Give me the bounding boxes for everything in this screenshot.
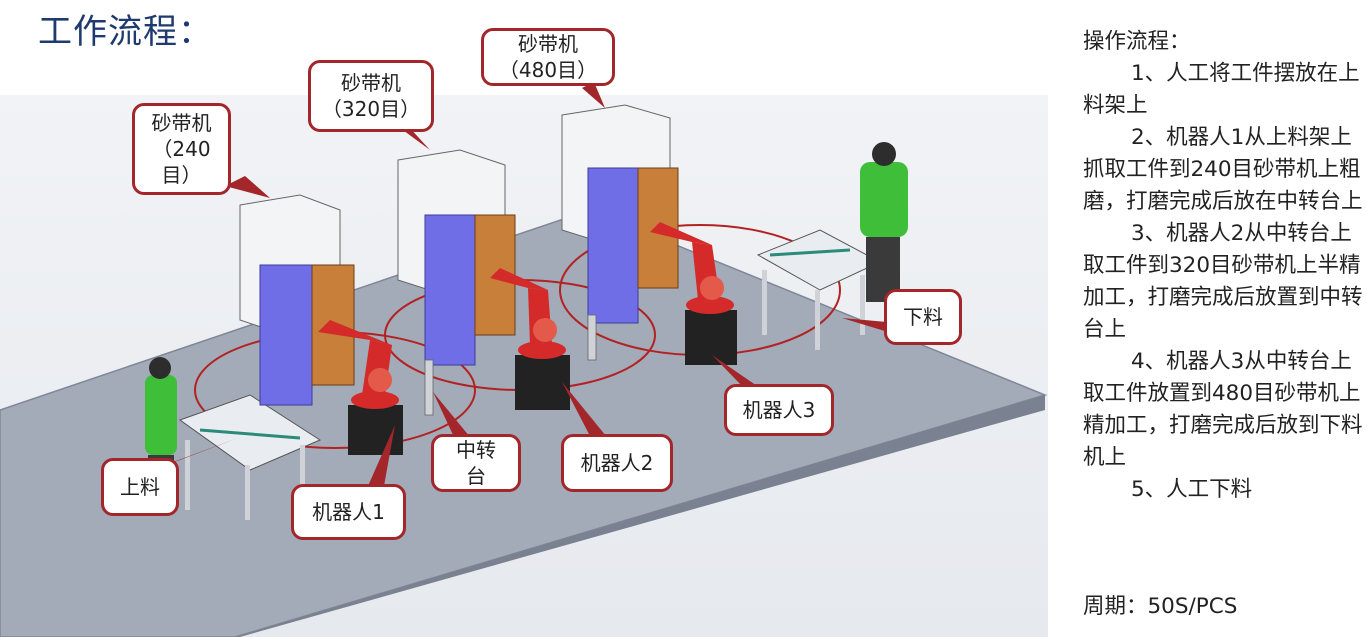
operation-step-2: 2、机器人1从上料架上抓取工件到240目砂带机上粗磨，打磨完成后放在中转台上	[1083, 125, 1363, 214]
operation-step-4: 4、机器人3从中转台上取工件放置到480目砂带机上精加工，打磨完成后放到下料机上	[1083, 349, 1363, 470]
operation-procedure: 操作流程： 1、人工将工件摆放在上料架上 2、机器人1从上料架上抓取工件到240…	[1083, 26, 1363, 506]
callout-sander-320: 砂带机 （320目）	[308, 60, 434, 132]
sander-480	[561, 104, 679, 324]
operation-step-1: 1、人工将工件摆放在上料架上	[1083, 61, 1360, 118]
worker-unloading	[860, 142, 908, 302]
unloading-table	[756, 229, 882, 350]
callout-sander-240: 砂带机 （240 目）	[132, 103, 231, 195]
robot-3	[650, 222, 737, 365]
floor-edge	[235, 395, 1045, 637]
workcell-illustration	[0, 82, 1048, 637]
pointer-robot3	[712, 355, 760, 388]
cycle-time: 周期：50S/PCS	[1083, 594, 1238, 619]
operation-step-5: 5、人工下料	[1131, 477, 1253, 502]
loading-table	[178, 394, 322, 520]
sander-320	[397, 149, 516, 366]
pointer-sander-240	[225, 176, 270, 198]
robot-2	[490, 268, 570, 410]
callout-sander-480: 砂带机 （480目）	[481, 28, 615, 86]
callout-unloading: 下料	[884, 289, 962, 345]
pointer-unloading	[842, 318, 888, 332]
pointer-robot1	[368, 425, 395, 486]
operation-heading: 操作流程：	[1083, 29, 1191, 54]
pointer-robot2	[562, 382, 606, 436]
pointer-loading	[165, 438, 238, 465]
callout-robot2: 机器人2	[561, 434, 673, 492]
callout-transfer: 中转 台	[431, 434, 521, 492]
transfer-stand-1	[424, 359, 434, 416]
robot-1	[318, 320, 403, 455]
callout-loading: 上料	[101, 458, 179, 516]
callout-robot1: 机器人1	[291, 484, 406, 540]
transfer-stand-2	[587, 314, 597, 361]
pointer-sander-480	[582, 82, 605, 108]
operation-step-3: 3、机器人2从中转台上取工件到320目砂带机上半精加工，打磨完成后放置到中转台上	[1083, 221, 1363, 342]
pointer-transfer	[433, 392, 470, 437]
page-title: 工作流程：	[38, 12, 213, 52]
sander-240	[239, 194, 355, 406]
callout-robot3: 机器人3	[724, 384, 834, 436]
